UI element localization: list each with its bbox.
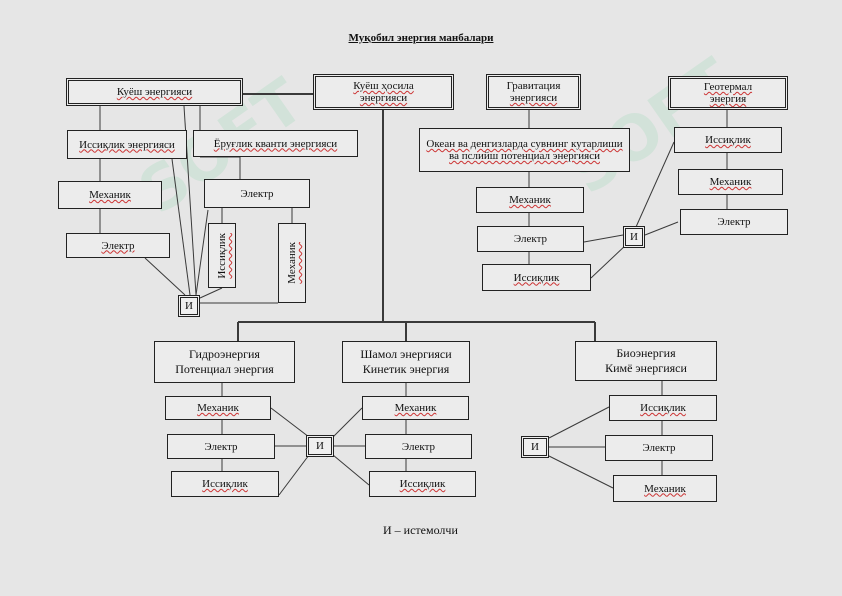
gravity-heat-box: Иссиқлик xyxy=(482,264,591,291)
consumer-solar: И xyxy=(178,295,200,317)
geo-heat-box: Иссиқлик xyxy=(674,127,782,153)
gravity-mechanic-label: Механик xyxy=(509,194,551,206)
hydro-electric-label: Электр xyxy=(204,440,238,453)
ocean-tide-energy-label: Океан ва денгизларда сувнинг кутарлиши в… xyxy=(426,138,623,162)
geo-heat-label: Иссиқлик xyxy=(705,134,751,146)
derived-solar-energy-box: Куёш ҳосила энергияси xyxy=(313,74,454,110)
solar-energy-label: Куёш энергияси xyxy=(116,86,193,98)
solar-heat-vertical-label: Иссиқлик xyxy=(216,232,228,279)
solar-mechanic-label: Механик xyxy=(89,189,131,201)
geothermal-energy-box: Геотермал энергия xyxy=(668,76,788,110)
gravity-electric-label: Электр xyxy=(513,233,548,245)
hydro-mechanic-box: Механик xyxy=(165,396,271,420)
consumer-hydro-wind: И xyxy=(306,435,334,457)
geothermal-label-2: энергия xyxy=(709,93,747,105)
wind-electric-box: Электр xyxy=(365,434,472,459)
derived-solar-label-1: Куёш ҳосила xyxy=(353,80,414,92)
diagram-title: Муқобил энергия манбалари xyxy=(348,32,494,44)
geothermal-label-1: Геотермал xyxy=(703,81,753,93)
solar-energy-box: Куёш энергияси xyxy=(66,78,243,106)
legend-consumer: И – истемолчи xyxy=(383,523,458,537)
bio-heat-box: Иссиқлик xyxy=(609,395,717,421)
hydro-energy-box: Гидроэнергия Потенциал энергия xyxy=(154,341,295,383)
hydro-mechanic-label: Механик xyxy=(197,402,239,414)
gravity-energy-box: Гравитация энергияси xyxy=(486,74,581,110)
bio-label-1: Биоэнергия xyxy=(616,346,676,360)
bio-mechanic-box: Механик xyxy=(613,475,717,502)
solar-electric-label-left: Электр xyxy=(101,239,135,252)
solar-light-quantum-box: Ёруғлик кванти энергияси xyxy=(193,130,358,157)
wind-label-2: Кинетик энергия xyxy=(362,362,450,376)
wind-heat-box: Иссиқлик xyxy=(369,471,476,497)
consumer-label: И xyxy=(185,300,193,312)
derived-solar-label-2: энергияси xyxy=(359,92,408,104)
consumer-gravity-geo: И xyxy=(623,226,645,248)
solar-electric-label-right: Электр xyxy=(240,187,274,200)
consumer-label: И xyxy=(630,231,638,243)
solar-light-quantum-label: Ёруғлик кванти энергияси xyxy=(213,137,338,150)
solar-thermal-label: Иссиқлик энергияси xyxy=(79,138,175,151)
wind-label-1: Шамол энергияси xyxy=(360,347,452,361)
wind-mechanic-box: Механик xyxy=(362,396,469,420)
solar-mechanic-box: Механик xyxy=(58,181,162,209)
gravity-mechanic-box: Механик xyxy=(476,187,584,213)
consumer-label: И xyxy=(531,441,539,453)
solar-electric-box-left: Электр xyxy=(66,233,170,258)
wind-mechanic-label: Механик xyxy=(394,402,437,414)
consumer-label: И xyxy=(316,440,324,452)
geo-electric-label: Электр xyxy=(717,216,751,228)
hydro-electric-box: Электр xyxy=(167,434,275,459)
hydro-label-2: Потенциал энергия xyxy=(175,362,274,376)
wind-electric-label: Электр xyxy=(401,440,436,453)
solar-electric-box-right: Электр xyxy=(204,179,310,208)
wind-energy-box: Шамол энергияси Кинетик энергия xyxy=(342,341,470,383)
gravity-heat-label: Иссиқлик xyxy=(513,271,560,284)
bio-electric-box: Электр xyxy=(605,435,713,461)
bio-energy-box: Биоэнергия Кимё энергияси xyxy=(575,341,717,381)
solar-heat-vertical-box: Иссиқлик xyxy=(208,223,236,288)
consumer-bio: И xyxy=(521,436,549,458)
geo-mechanic-box: Механик xyxy=(678,169,783,195)
bio-label-2: Кимё энергияси xyxy=(605,361,687,375)
wind-heat-label: Иссиқлик xyxy=(399,478,446,490)
hydro-heat-box: Иссиқлик xyxy=(171,471,279,497)
hydro-heat-label: Иссиқлик xyxy=(202,478,248,490)
solar-mechanic-vertical-label: Механик xyxy=(286,242,298,284)
geo-electric-box: Электр xyxy=(680,209,788,235)
hydro-label-1: Гидроэнергия xyxy=(189,347,260,361)
solar-mechanic-vertical-box: Механик xyxy=(278,223,306,303)
gravity-electric-box: Электр xyxy=(477,226,584,252)
gravity-label-1: Гравитация xyxy=(506,80,561,92)
gravity-label-2: энергияси xyxy=(509,92,558,104)
ocean-tide-energy-box: Океан ва денгизларда сувнинг кутарлиши в… xyxy=(419,128,630,172)
geo-mechanic-label: Механик xyxy=(709,176,752,188)
solar-thermal-box: Иссиқлик энергияси xyxy=(67,130,187,159)
bio-heat-label: Иссиқлик xyxy=(640,402,686,414)
bio-mechanic-label: Механик xyxy=(644,482,686,495)
bio-electric-label: Электр xyxy=(642,442,676,454)
